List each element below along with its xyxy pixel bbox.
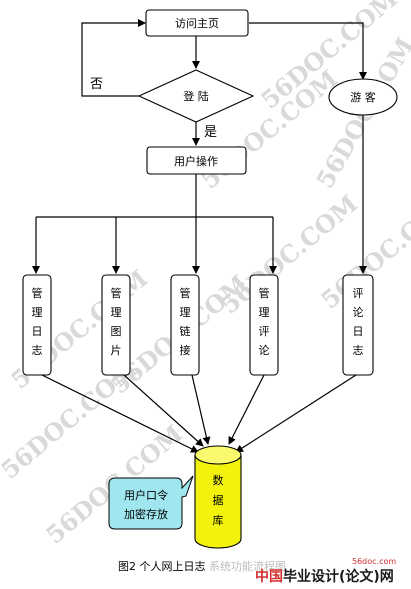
node-manage-photo-char: 图	[111, 325, 122, 338]
node-manage-comment	[249, 274, 279, 376]
node-database-top	[194, 445, 242, 465]
node-database-char: 数	[213, 474, 224, 487]
edge-label-no: 否	[90, 77, 103, 92]
node-manage-link-char: 理	[180, 306, 191, 319]
edge-managecomment-db	[228, 374, 265, 445]
footer-logo: 中国毕业设计(论文)网	[255, 566, 394, 586]
footer-logo-rest: 毕业设计(论文)网	[283, 569, 394, 585]
node-login-label: 登 陆	[183, 89, 209, 103]
figure-caption: 图2 个人网上日志 系统功能流程图	[118, 558, 286, 574]
node-database-group: 数 据 库	[194, 445, 242, 549]
node-visit-home-label: 访问主页	[175, 17, 219, 30]
node-manage-link	[170, 274, 200, 376]
node-visit-home	[145, 9, 249, 37]
node-manage-comment-group: 管 理 评 论	[249, 274, 279, 376]
callout-group: 用户口令 加密存放	[108, 475, 194, 530]
callout-shape	[108, 475, 194, 530]
node-comment-log-char: 评	[353, 287, 364, 300]
footer-domain: 56doc.com	[352, 557, 397, 566]
edge-home-guest	[249, 22, 367, 80]
edges	[32, 19, 367, 453]
node-manage-log-group: 管 理 日 志	[22, 274, 52, 376]
callout-line: 用户口令	[124, 488, 168, 502]
node-manage-comment-char: 评	[259, 325, 270, 338]
node-manage-link-char: 链	[180, 324, 191, 338]
node-comment-log-char: 论	[353, 305, 364, 319]
node-comment-log	[342, 274, 374, 376]
node-database-char: 据	[213, 493, 224, 507]
node-guest	[328, 78, 398, 116]
node-manage-link-group: 管 理 链 接	[170, 274, 200, 376]
edge-commentlog-db	[235, 374, 357, 453]
footer-logo-china: 中国	[255, 569, 283, 585]
node-manage-log-char: 日	[32, 325, 43, 338]
node-guest-label: 游 客	[350, 90, 376, 104]
node-database	[194, 455, 242, 549]
node-comment-log-char: 日	[353, 325, 364, 338]
edge-login-no-loop	[81, 19, 146, 97]
node-comment-log-group: 评 论 日 志	[342, 274, 374, 376]
edge-managephoto-db	[123, 374, 204, 447]
node-manage-photo-char: 片	[111, 344, 122, 357]
node-manage-log-char: 志	[32, 344, 43, 357]
node-user-ops-label: 用户操作	[174, 154, 218, 168]
node-manage-comment-char: 理	[259, 306, 270, 319]
node-manage-photo-char: 理	[111, 306, 122, 319]
node-manage-link-char: 接	[180, 344, 191, 357]
node-manage-comment-char: 论	[259, 343, 270, 357]
figure-caption-tail: 系统功能流程图	[209, 560, 286, 573]
node-database-char: 库	[213, 514, 224, 527]
edge-label-yes: 是	[204, 125, 217, 140]
edge-managelink-db	[191, 374, 211, 445]
figure-caption-main: 图2 个人网上日志	[118, 560, 206, 573]
node-manage-log	[22, 274, 52, 376]
node-manage-photo-group: 管 理 图 片	[101, 274, 131, 376]
node-user-ops	[146, 146, 247, 175]
node-comment-log-char: 志	[353, 344, 364, 357]
node-manage-photo-char: 管	[111, 286, 122, 300]
node-manage-log-char: 管	[32, 286, 43, 300]
callout-line: 加密存放	[124, 507, 168, 521]
node-manage-link-char: 管	[180, 286, 191, 300]
edge-managelog-db	[41, 374, 199, 453]
node-login	[137, 69, 255, 123]
node-manage-photo	[101, 274, 131, 376]
node-manage-comment-char: 管	[259, 286, 270, 300]
node-manage-log-char: 理	[32, 306, 43, 319]
